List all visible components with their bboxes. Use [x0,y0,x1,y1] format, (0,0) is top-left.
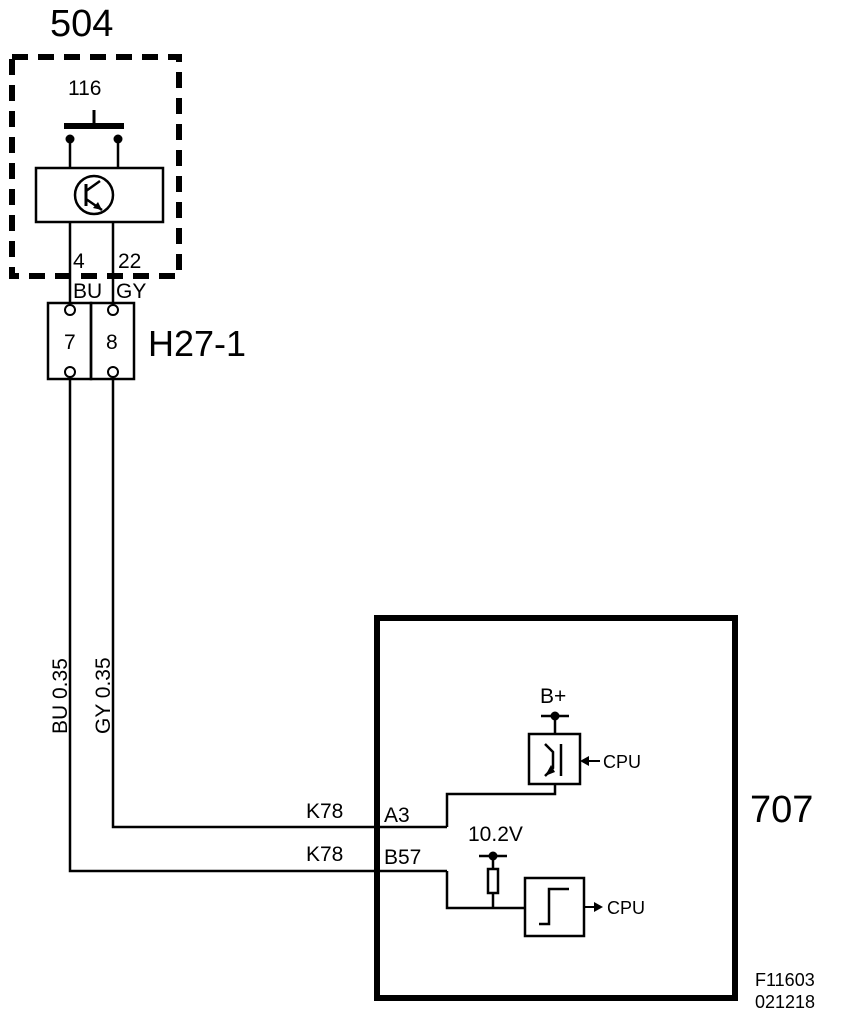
pin-22-label: 22 [118,250,141,273]
cpu-bottom-arrow-icon [594,902,603,912]
unit-504-label: 504 [50,3,113,45]
connector-7-top-terminal [64,304,76,316]
output-driver-box [527,732,582,786]
input-circuit: 10.2V CPU [445,823,645,938]
figure-code: F11603 [755,970,815,990]
unit-707-border [374,615,738,1001]
pin-4-label: 4 [73,250,85,273]
cpu-top-arrow-icon [580,756,589,766]
connector-pin-7-label: 7 [64,331,76,354]
unit-504-dashed-border [9,54,182,279]
transistor-collector [85,179,101,193]
supply-label: B+ [540,685,566,708]
switch-label: 116 [68,77,101,100]
schmitt-trigger-icon [539,887,569,926]
wire-a3-label: K78 [306,800,343,823]
comparator-box [523,876,586,938]
wire-color-gy-label: GY [116,280,146,303]
connector-pin-8-label: 8 [106,331,118,354]
transistor-icon [73,174,115,216]
voltage-label: 10.2V [468,823,523,846]
driver-transistor-arrow [545,765,555,776]
pin-a3-label: A3 [384,804,410,827]
connector-7-bottom-terminal [64,366,76,378]
connector-8-top-terminal [107,304,119,316]
connector-8-bottom-terminal [107,366,119,378]
unit-504: 504 116 4 22 BU GY [9,3,182,306]
wire-bu [68,377,447,873]
wire-gy [111,377,447,829]
pin-b57-label: B57 [384,846,421,869]
push-switch-116: 116 [64,77,124,168]
output-driver: B+ CPU [445,685,641,827]
unit-707-label: 707 [750,789,813,831]
connector-h27-1: 7 8 H27-1 [46,301,246,381]
wire-gy-label: GY 0.35 [92,657,115,734]
transistor-box [34,166,165,224]
transistor-emitter-arrow [93,202,102,210]
wire-color-bu-label: BU [73,280,102,303]
figure-date: 021218 [755,992,815,1012]
connector-label: H27-1 [148,323,246,364]
pullup-resistor [486,867,500,895]
cpu-top-label: CPU [603,752,641,772]
wire-bu-label: BU 0.35 [49,658,72,734]
unit-707: 707 A3 B57 B+ CPU 10.2V [374,615,813,1001]
driver-to-a3 [445,784,557,827]
transistor-module [34,166,165,224]
cpu-bottom-label: CPU [607,898,645,918]
b57-to-comparator [445,871,525,910]
wire-b57-label: K78 [306,843,343,866]
